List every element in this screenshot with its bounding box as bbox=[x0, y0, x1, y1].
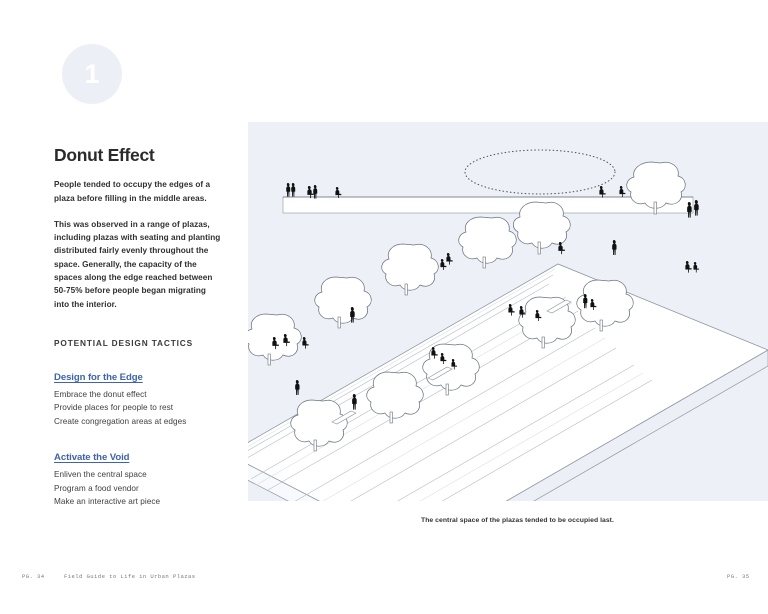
page-title: Donut Effect bbox=[54, 145, 155, 165]
tactic-list-design-for-the-edge: Embrace the donut effect Provide places … bbox=[54, 389, 239, 428]
tactic-item: Provide places for people to rest bbox=[54, 403, 174, 413]
footer-book-title: Field Guide to Life in Urban Plazas bbox=[64, 573, 196, 580]
chapter-number-badge: 1 bbox=[62, 44, 122, 104]
footer-left-page-number: PG. 34 bbox=[22, 573, 45, 580]
tactic-item: Create congregation areas at edges bbox=[54, 416, 187, 426]
axonometric-plaza bbox=[248, 161, 768, 501]
tactic-item: Make an interactive art piece bbox=[54, 497, 161, 507]
footer-right-page-number: PG. 35 bbox=[727, 573, 750, 580]
tactic-item: Program a food vendor bbox=[54, 483, 139, 493]
tactic-group-activate-the-void: Activate the Void Enliven the central sp… bbox=[54, 447, 239, 508]
tactic-link-design-for-the-edge[interactable]: Design for the Edge bbox=[54, 371, 143, 383]
illustration-panel bbox=[248, 122, 768, 501]
tactics-section-heading: POTENTIAL DESIGN TACTICS bbox=[54, 337, 194, 348]
tactic-link-activate-the-void[interactable]: Activate the Void bbox=[54, 452, 130, 464]
chapter-number-label: 1 bbox=[84, 58, 100, 89]
tactic-item: Enliven the central space bbox=[54, 470, 147, 480]
body-paragraph-1: People tended to occupy the edges of a p… bbox=[54, 180, 211, 203]
section-diagram bbox=[282, 149, 694, 214]
text-column: 1 Donut Effect People tended to occupy t… bbox=[54, 44, 239, 509]
illustration-caption: The central space of the plazas tended t… bbox=[421, 517, 614, 524]
body-paragraph-2: This was observed in a range of plazas, … bbox=[54, 219, 221, 309]
tactic-list-activate-the-void: Enliven the central space Program a food… bbox=[54, 469, 239, 508]
tactic-item: Embrace the donut effect bbox=[54, 389, 147, 399]
tactic-group-design-for-the-edge: Design for the Edge Embrace the donut ef… bbox=[54, 367, 239, 428]
